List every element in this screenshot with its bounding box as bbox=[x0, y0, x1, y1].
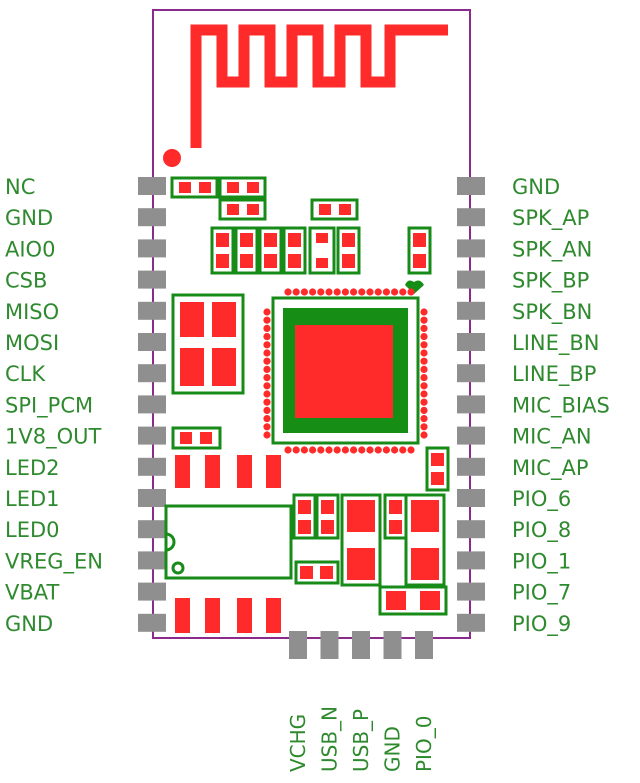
left-pad bbox=[138, 582, 166, 601]
bottom-pin-labels: VCHG USB_N USB_P GND PIO_0 bbox=[286, 706, 436, 772]
left-pad bbox=[138, 426, 166, 445]
bottom-pad bbox=[352, 631, 370, 659]
flash-chip bbox=[164, 504, 293, 580]
right-pin-label: LINE_BN bbox=[512, 331, 600, 356]
resistor-row bbox=[210, 226, 432, 275]
right-pad bbox=[457, 551, 485, 570]
bottom-pad bbox=[320, 631, 339, 659]
left-pad bbox=[138, 208, 166, 227]
right-pin-label: GND bbox=[512, 175, 560, 199]
right-pin-label: MIC_BIAS bbox=[512, 393, 610, 418]
pin1-marker bbox=[405, 280, 424, 294]
right-pin-label: MIC_AP bbox=[512, 456, 589, 481]
right-pin-label: LINE_BP bbox=[512, 362, 596, 387]
right-pad bbox=[457, 177, 485, 195]
left-pin-label: VBAT bbox=[5, 581, 60, 605]
left-pad bbox=[138, 301, 166, 320]
left-pin-label: NC bbox=[5, 175, 35, 199]
left-pin-label: 1V8_OUT bbox=[5, 425, 101, 450]
left-pad-column bbox=[138, 177, 166, 632]
right-pin-labels: GND SPK_AP SPK_AN SPK_BP SPK_BN LINE_BN LINE_B… bbox=[512, 175, 610, 637]
left-pad bbox=[138, 520, 166, 539]
left-pin-label: VREG_EN bbox=[5, 549, 103, 574]
board-outline bbox=[152, 9, 471, 639]
right-pin-label: SPK_AP bbox=[512, 206, 589, 231]
bottom-pin-label: USB_P bbox=[349, 709, 373, 772]
antenna-feed-dot bbox=[163, 149, 181, 167]
bottom-pin-label: USB_N bbox=[318, 706, 342, 772]
left-pin-label: AIO0 bbox=[5, 237, 55, 261]
right-pad bbox=[457, 520, 485, 539]
left-pin-label: GND bbox=[5, 206, 53, 230]
left-pin-label: MISO bbox=[5, 300, 59, 324]
bottom-pin-label: PIO_0 bbox=[412, 716, 436, 772]
antenna-trace bbox=[190, 24, 448, 148]
left-pad bbox=[138, 239, 166, 258]
left-pin-label: SPI_PCM bbox=[5, 393, 93, 418]
bottom-pad bbox=[383, 631, 402, 659]
bottom-pad-row bbox=[289, 631, 433, 659]
bottom-pad bbox=[289, 631, 307, 659]
bottom-pad bbox=[415, 631, 433, 659]
right-pin-label: PIO_9 bbox=[512, 612, 571, 637]
right-pin-label: SPK_AN bbox=[512, 237, 592, 262]
right-pad-column bbox=[457, 177, 485, 632]
left-pad bbox=[138, 551, 166, 570]
right-pad bbox=[457, 426, 485, 445]
right-pad bbox=[457, 395, 485, 414]
crystal-component bbox=[171, 293, 245, 395]
right-pad bbox=[457, 613, 485, 632]
left-pad bbox=[138, 364, 166, 383]
right-pad bbox=[457, 333, 485, 351]
right-pin-label: MIC_AN bbox=[512, 425, 592, 450]
right-pad bbox=[457, 239, 485, 258]
bottom-pin-label: GND bbox=[381, 726, 405, 772]
left-pin-label: LED1 bbox=[5, 487, 60, 511]
right-pin-label: SPK_BP bbox=[512, 269, 589, 294]
right-pad bbox=[457, 457, 485, 476]
right-pin-label: PIO_7 bbox=[512, 581, 571, 606]
right-pin-label: PIO_8 bbox=[512, 518, 571, 543]
left-pad bbox=[138, 177, 166, 195]
top-passives bbox=[170, 176, 359, 221]
right-pin-label: PIO_6 bbox=[512, 487, 571, 512]
right-pad bbox=[457, 582, 485, 601]
right-pad bbox=[457, 301, 485, 320]
left-pin-label: MOSI bbox=[5, 331, 59, 355]
left-pad bbox=[138, 489, 166, 507]
right-pad bbox=[457, 489, 485, 507]
led-pads-top bbox=[175, 455, 281, 488]
right-pad bbox=[457, 270, 485, 289]
main-ic bbox=[263, 288, 428, 454]
right-pin-label: SPK_BN bbox=[512, 300, 592, 325]
left-pin-label: CLK bbox=[5, 362, 46, 386]
led-pads-bottom bbox=[175, 598, 281, 633]
small-capacitor bbox=[171, 426, 450, 492]
left-pad bbox=[138, 270, 166, 289]
left-pad bbox=[138, 457, 166, 476]
right-pad bbox=[457, 364, 485, 383]
bottom-right-passives bbox=[292, 493, 448, 616]
right-pin-label: PIO_1 bbox=[512, 549, 571, 574]
right-pad bbox=[457, 208, 485, 227]
left-pin-label: LED0 bbox=[5, 518, 60, 542]
left-pad bbox=[138, 395, 166, 414]
left-pin-label: CSB bbox=[5, 269, 47, 293]
left-pad bbox=[138, 613, 166, 632]
left-pad bbox=[138, 333, 166, 351]
bottom-pin-label: VCHG bbox=[286, 714, 310, 772]
left-pin-label: GND bbox=[5, 612, 53, 636]
left-pin-label: LED2 bbox=[5, 456, 60, 480]
